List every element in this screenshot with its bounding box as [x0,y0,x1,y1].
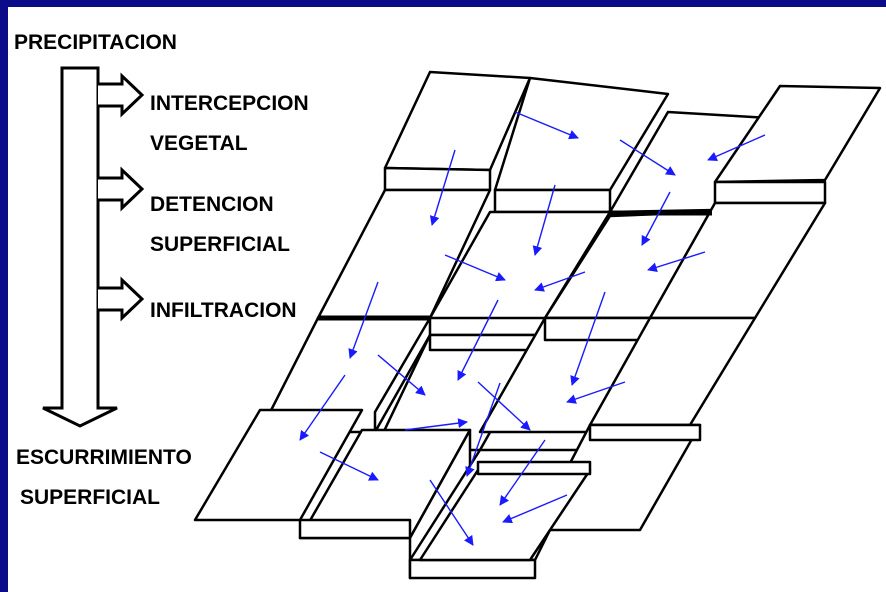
flow-arrow [534,271,586,292]
flow-arrow [299,374,346,441]
flow-arrow [429,149,456,226]
flow-arrow [465,382,501,477]
flow-arrow [348,281,379,359]
flow-arrow [499,439,546,506]
flow-arrow [619,139,676,176]
label-infiltracion: INFILTRACION [150,299,297,322]
label-superficial-escurrimiento: SUPERFICIAL [20,486,160,509]
terrain-side [713,180,827,205]
main-flow-arrow-icon [42,66,118,428]
label-vegetal: VEGETAL [150,132,248,155]
flow-arrow [566,381,626,404]
flow-arrow [570,291,606,386]
flow-arrow [647,251,706,273]
flow-arrows [299,111,766,546]
flow-arrow [532,184,556,256]
flow-arrow [641,191,671,246]
infiltracion-branch-arrow-icon [98,276,145,322]
detencion-branch-arrow-icon [98,166,145,212]
label-precipitacion: PRECIPITACION [14,31,177,54]
flow-arrow [429,479,474,546]
flow-arrow [377,354,426,396]
terrain-side [298,518,412,540]
flow-arrow [404,418,468,431]
terrain-side [408,558,537,580]
terrain-blocks [193,70,882,580]
surface-runoff-diagram: PRECIPITACION INTERCEPCION VEGETAL DETEN… [14,31,882,580]
flow-arrow [514,111,579,140]
label-intercepcion: INTERCEPCION [150,92,309,115]
label-detencion: DETENCION [150,193,274,216]
terrain-side [383,166,492,192]
terrain-block [713,84,882,184]
label-superficial-detencion: SUPERFICIAL [150,233,290,256]
flow-arrow [319,451,379,481]
label-escurrimiento: ESCURRIMIENTO [16,446,192,469]
terrain-side [588,423,702,442]
flow-arrow [457,299,499,381]
slide-panel: PRECIPITACION INTERCEPCION VEGETAL DETEN… [8,7,886,592]
flow-arrow [502,494,568,524]
flow-arrow [707,134,766,161]
terrain-side [476,460,592,476]
terrain-side [543,316,652,342]
intercepcion-branch-arrow-icon [98,72,145,118]
flow-arrow [444,254,506,282]
flow-arrow [477,381,531,431]
